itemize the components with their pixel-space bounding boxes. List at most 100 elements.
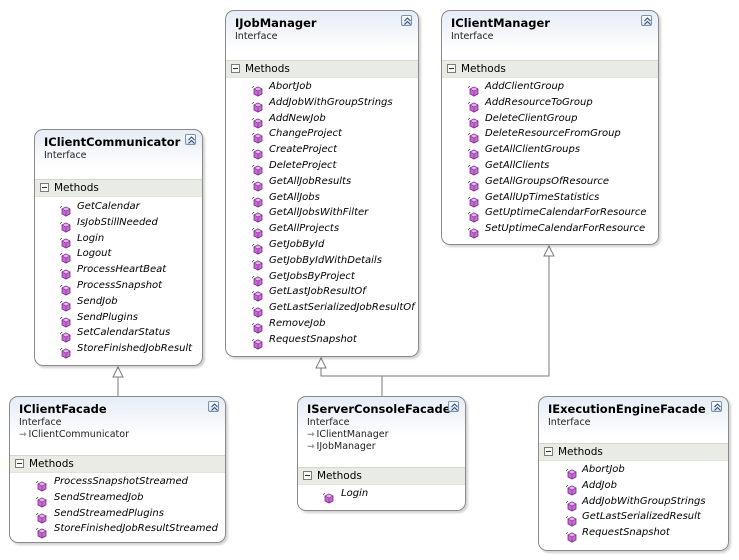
method-item[interactable]: RemoveJob: [226, 317, 418, 334]
method-item[interactable]: GetAllClients: [442, 159, 658, 176]
minus-toggle-icon[interactable]: [544, 447, 553, 456]
method-icon: [251, 193, 266, 212]
method-item[interactable]: GetAllJobResults: [226, 175, 418, 192]
method-item[interactable]: ProcessSnapshot: [35, 279, 202, 296]
method-icon: [59, 344, 74, 363]
method-item[interactable]: AddJobWithGroupStrings: [226, 96, 418, 113]
method-icon: [467, 193, 482, 212]
double-chevron-up-icon: [714, 403, 721, 411]
class-box-iexecutionenginefacade[interactable]: IExecutionEngineFacade Interface Methods…: [538, 396, 729, 551]
collapse-button[interactable]: [448, 401, 459, 412]
method-item[interactable]: Login: [35, 232, 202, 249]
collapse-button[interactable]: [208, 401, 219, 412]
method-item[interactable]: GetJobByIdWithDetails: [226, 254, 418, 271]
minus-toggle-icon[interactable]: [231, 64, 240, 73]
method-icon: [251, 224, 266, 243]
method-item[interactable]: DeleteProject: [226, 159, 418, 176]
class-box-iserverconsolefacade[interactable]: IServerConsoleFacade Interface ⇾IClientM…: [297, 396, 466, 511]
method-name: GetAllProjects: [269, 223, 340, 235]
method-name: GetAllGroupsOfResource: [485, 175, 610, 187]
minus-toggle-icon[interactable]: [447, 64, 456, 73]
method-item[interactable]: GetAllJobsWithFilter: [226, 206, 418, 223]
minus-toggle-icon[interactable]: [303, 471, 312, 480]
class-box-iclientmanager[interactable]: IClientManager Interface Methods AddClie…: [441, 10, 659, 245]
collapse-button[interactable]: [711, 401, 722, 412]
method-item[interactable]: GetLastSerializedResult: [539, 510, 728, 527]
collapse-button[interactable]: [641, 15, 652, 26]
method-item[interactable]: StoreFinishedJobResultStreamed: [10, 522, 225, 539]
collapse-button[interactable]: [401, 15, 412, 26]
method-item[interactable]: GetUptimeCalendarForResource: [442, 206, 658, 223]
method-item[interactable]: AbortJob: [226, 80, 418, 97]
method-name: RemoveJob: [269, 317, 326, 329]
method-item[interactable]: IsJobStillNeeded: [35, 216, 202, 233]
method-item[interactable]: GetJobById: [226, 238, 418, 255]
class-stereotype: Interface: [307, 417, 350, 428]
method-item[interactable]: SendJob: [35, 295, 202, 312]
methods-section-header[interactable]: Methods: [226, 60, 418, 78]
method-item[interactable]: GetAllClientGroups: [442, 143, 658, 160]
method-item[interactable]: AddNewJob: [226, 112, 418, 129]
method-name: AbortJob: [269, 81, 312, 92]
method-item[interactable]: DeleteResourceFromGroup: [442, 127, 658, 144]
method-item[interactable]: RequestSnapshot: [539, 526, 728, 543]
method-item[interactable]: RequestSnapshot: [226, 333, 418, 350]
method-name: GetAllClientGroups: [485, 144, 581, 156]
method-item[interactable]: SetCalendarStatus: [35, 326, 202, 343]
method-icon: [59, 202, 74, 221]
method-item[interactable]: StoreFinishedJobResult: [35, 342, 202, 359]
class-box-iclientcommunicator[interactable]: IClientCommunicator Interface Methods Ge…: [34, 129, 203, 366]
method-name: IsJobStillNeeded: [77, 216, 158, 228]
method-name: RequestSnapshot: [582, 527, 670, 539]
method-item[interactable]: GetCalendar: [35, 200, 202, 217]
method-item[interactable]: ProcessHeartBeat: [35, 263, 202, 280]
collapse-button[interactable]: [185, 134, 196, 145]
method-name: StoreFinishedJobResultStreamed: [54, 523, 219, 535]
method-item[interactable]: GetAllGroupsOfResource: [442, 175, 658, 192]
methods-section-header[interactable]: Methods: [10, 455, 225, 473]
method-item[interactable]: AddClientGroup: [442, 80, 658, 97]
method-item[interactable]: AddJob: [539, 479, 728, 496]
method-icon: [467, 98, 482, 117]
method-item[interactable]: GetAllProjects: [226, 222, 418, 239]
method-item[interactable]: SetUptimeCalendarForResource: [442, 222, 658, 239]
method-item[interactable]: GetJobsByProject: [226, 270, 418, 287]
class-header: IClientCommunicator Interface: [35, 130, 202, 178]
method-item[interactable]: GetAllJobs: [226, 191, 418, 208]
method-item[interactable]: CreateProject: [226, 143, 418, 160]
method-item[interactable]: AddJobWithGroupStrings: [539, 495, 728, 512]
method-item[interactable]: SendStreamedJob: [10, 491, 225, 508]
method-item[interactable]: SendStreamedPlugins: [10, 507, 225, 524]
minus-toggle-icon[interactable]: [15, 459, 24, 468]
inherit-arrow-icon: ⇾: [307, 430, 315, 440]
methods-section-header[interactable]: Methods: [442, 60, 658, 78]
method-icon: [59, 297, 74, 316]
class-name: IClientCommunicator: [44, 135, 181, 149]
method-item[interactable]: ChangeProject: [226, 127, 418, 144]
section-label: Methods: [54, 182, 99, 194]
method-item[interactable]: Logout: [35, 247, 202, 264]
method-name: GetAllJobsWithFilter: [269, 207, 369, 219]
method-item[interactable]: Login: [298, 487, 465, 504]
methods-section-header[interactable]: Methods: [298, 467, 465, 485]
class-box-iclientfacade[interactable]: IClientFacade Interface ⇾IClientCommunic…: [9, 396, 226, 543]
method-item[interactable]: AbortJob: [539, 463, 728, 480]
method-icon: [251, 82, 266, 101]
methods-section-header[interactable]: Methods: [35, 179, 202, 197]
method-name: SendStreamedPlugins: [54, 507, 164, 519]
method-item[interactable]: AddResourceToGroup: [442, 96, 658, 113]
method-name: RequestSnapshot: [269, 333, 357, 345]
methods-section-header[interactable]: Methods: [539, 443, 728, 461]
inheritance-arrowhead-ijobmanager: [315, 356, 327, 369]
method-item[interactable]: GetAllUpTimeStatistics: [442, 191, 658, 208]
minus-toggle-icon[interactable]: [40, 183, 49, 192]
method-item[interactable]: ProcessSnapshotStreamed: [10, 475, 225, 492]
method-item[interactable]: GetLastJobResultOf: [226, 285, 418, 302]
method-item[interactable]: GetLastSerializedJobResultOf: [226, 301, 418, 318]
method-name: ProcessSnapshot: [77, 279, 163, 291]
method-item[interactable]: SendPlugins: [35, 311, 202, 328]
method-item[interactable]: DeleteClientGroup: [442, 112, 658, 129]
method-icon: [565, 528, 580, 547]
